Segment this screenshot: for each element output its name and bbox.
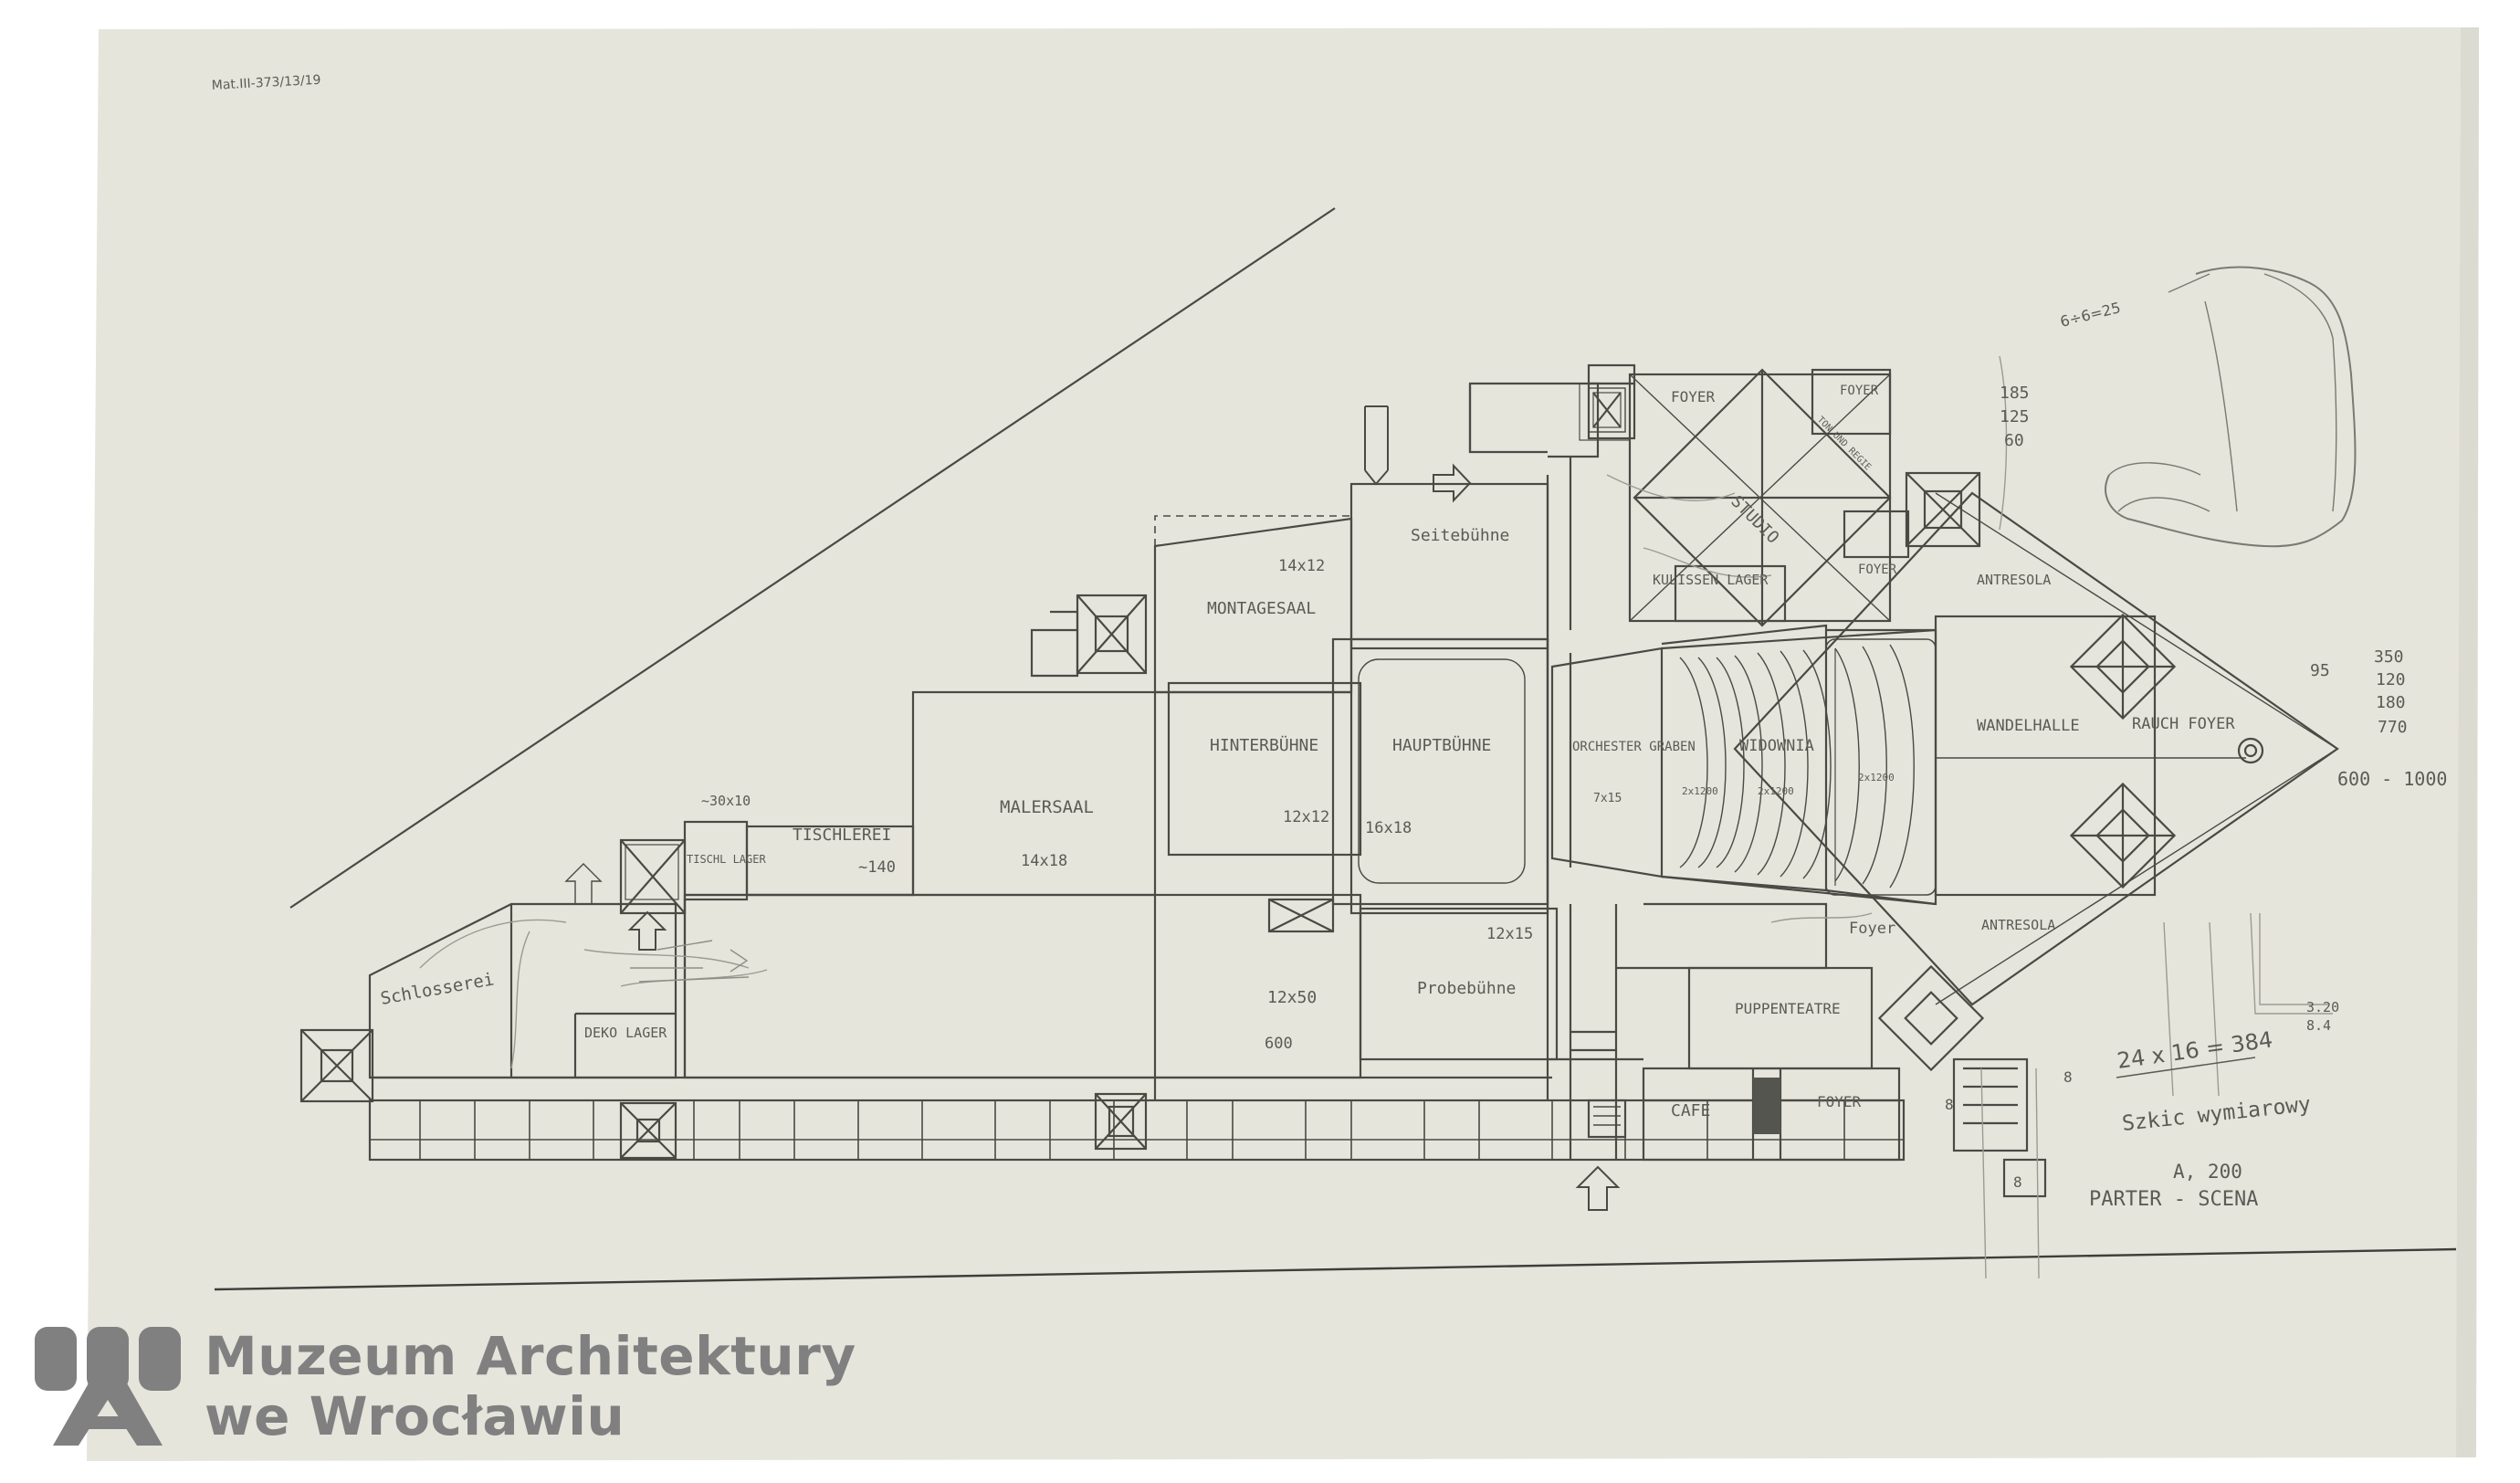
room-foyer-5: FOYER [1817, 1093, 1862, 1110]
room-orchestergraben: ORCHESTER GRABEN [1572, 740, 1696, 754]
mark-labels: 8 8 8 [1945, 1068, 2073, 1191]
dim-note-5: 770 [2378, 718, 2408, 737]
area-note-underline [2116, 1057, 2256, 1078]
dimension-notes: 185 125 60 95 350 120 180 770 600 - 1000… [2000, 384, 2447, 1034]
zuschauer-dimension-2: 2x1200 [1758, 785, 1794, 797]
plan-linework [299, 363, 2339, 1198]
dim-note-range: 600 - 1000 [2337, 768, 2447, 790]
small-dim-1: 3.20 [2306, 999, 2339, 1015]
museum-brand: Muzeum Architektury we Wrocławiu [35, 1322, 856, 1450]
title-line-3: PARTER - SCENA [2089, 1188, 2258, 1211]
zuschauer-dimension-1: 2x1200 [1682, 785, 1718, 797]
room-deko-lager: DEKO LAGER [584, 1025, 667, 1041]
circulation-arrows [564, 405, 1621, 1211]
room-montagesaal: MONTAGESAAL [1207, 599, 1316, 618]
room-hauptbuehne: HAUPTBÜHNE [1392, 735, 1491, 755]
tischlerei-area: ~140 [858, 858, 896, 877]
room-foyer-1: FOYER [1671, 388, 1716, 405]
mark-3: 8 [2013, 1173, 2022, 1191]
zuschauer-dimension-3: 2x1200 [1858, 772, 1895, 784]
montagesaal-dimension: 14x12 [1278, 557, 1325, 575]
brand-text: Muzeum Architektury we Wrocławiu [205, 1326, 856, 1446]
room-malersaal: MALERSAAL [1000, 797, 1094, 817]
probebuehne-dimension: 12x15 [1486, 925, 1533, 943]
tracing-paper [87, 27, 2479, 1461]
brand-name-line-2: we Wrocławiu [205, 1385, 625, 1447]
bottom-baseline [214, 1247, 2457, 1291]
room-wandelhalle: WANDELHALLE [1977, 717, 2080, 735]
hauptbuehne-dimension: 16x18 [1365, 819, 1412, 837]
dim-note-2: 350 [2374, 647, 2404, 667]
hinterbuehne-dimension: 12x12 [1283, 808, 1329, 826]
brand-name-line-1: Muzeum Architektury [205, 1325, 856, 1387]
sketch-dim-1: 185 [2000, 384, 2030, 403]
tischlerei-dimension: ~30x10 [701, 793, 751, 809]
room-hinterbuehne: HINTERBÜHNE [1210, 735, 1318, 755]
paper-edge-shadow [2456, 27, 2479, 1457]
room-widownia: WIDOWNIA [1739, 737, 1814, 755]
room-puppentheater: PUPPENTEATRE [1735, 1000, 1841, 1017]
pencil-sketch-lines [419, 355, 2333, 1279]
room-foyer-3: FOYER [1858, 563, 1897, 577]
title-line-2: A, 200 [2173, 1161, 2242, 1183]
mark-2: 8 [1945, 1096, 1954, 1113]
room-antresola-2: ANTRESOLA [1981, 917, 2055, 933]
room-rauch-foyer: RAUCH FOYER [2132, 715, 2235, 733]
room-kulissen-lager: KULISSEN LAGER [1653, 572, 1769, 588]
orchestergraben-dimension: 7x15 [1593, 792, 1622, 805]
mark-1: 8 [2063, 1068, 2073, 1086]
room-labels: Schlosserei DEKO LAGER ~30x10 TISCHL LAG… [379, 384, 2235, 1120]
dim-note-1: 95 [2310, 661, 2330, 680]
malersaal-dimension: 14x18 [1021, 852, 1067, 870]
site-sketch [2105, 266, 2357, 548]
lower-hall-area: 600 [1265, 1035, 1293, 1053]
room-deko-lager-line: DEKO LAGER [584, 1025, 667, 1041]
dim-note-3: 120 [2376, 670, 2406, 689]
room-probebuehne: Probebühne [1417, 979, 1516, 998]
small-dim-2: 8.4 [2306, 1017, 2331, 1034]
archive-reference: Mat.III-373/13/19 [211, 73, 321, 93]
room-foyer-4: Foyer [1849, 920, 1895, 938]
room-tischlerei-lager: TISCHL LAGER [687, 853, 766, 866]
sketch-dim-2: 125 [2000, 407, 2030, 426]
room-cafe: CAFE [1671, 1101, 1710, 1120]
sketch-dim-3: 60 [2004, 431, 2024, 450]
lower-hall-dimension: 12x50 [1267, 988, 1317, 1007]
room-seitenbuehne: Seitebühne [1411, 526, 1509, 545]
room-tischlerei: TISCHLEREI [793, 826, 891, 845]
site-boundary-diagonal [289, 207, 1336, 909]
room-foyer-2: FOYER [1840, 384, 1879, 398]
room-antresola-1: ANTRESOLA [1977, 572, 2051, 588]
dim-note-4: 180 [2376, 693, 2406, 712]
museum-logo-icon [35, 1327, 181, 1446]
